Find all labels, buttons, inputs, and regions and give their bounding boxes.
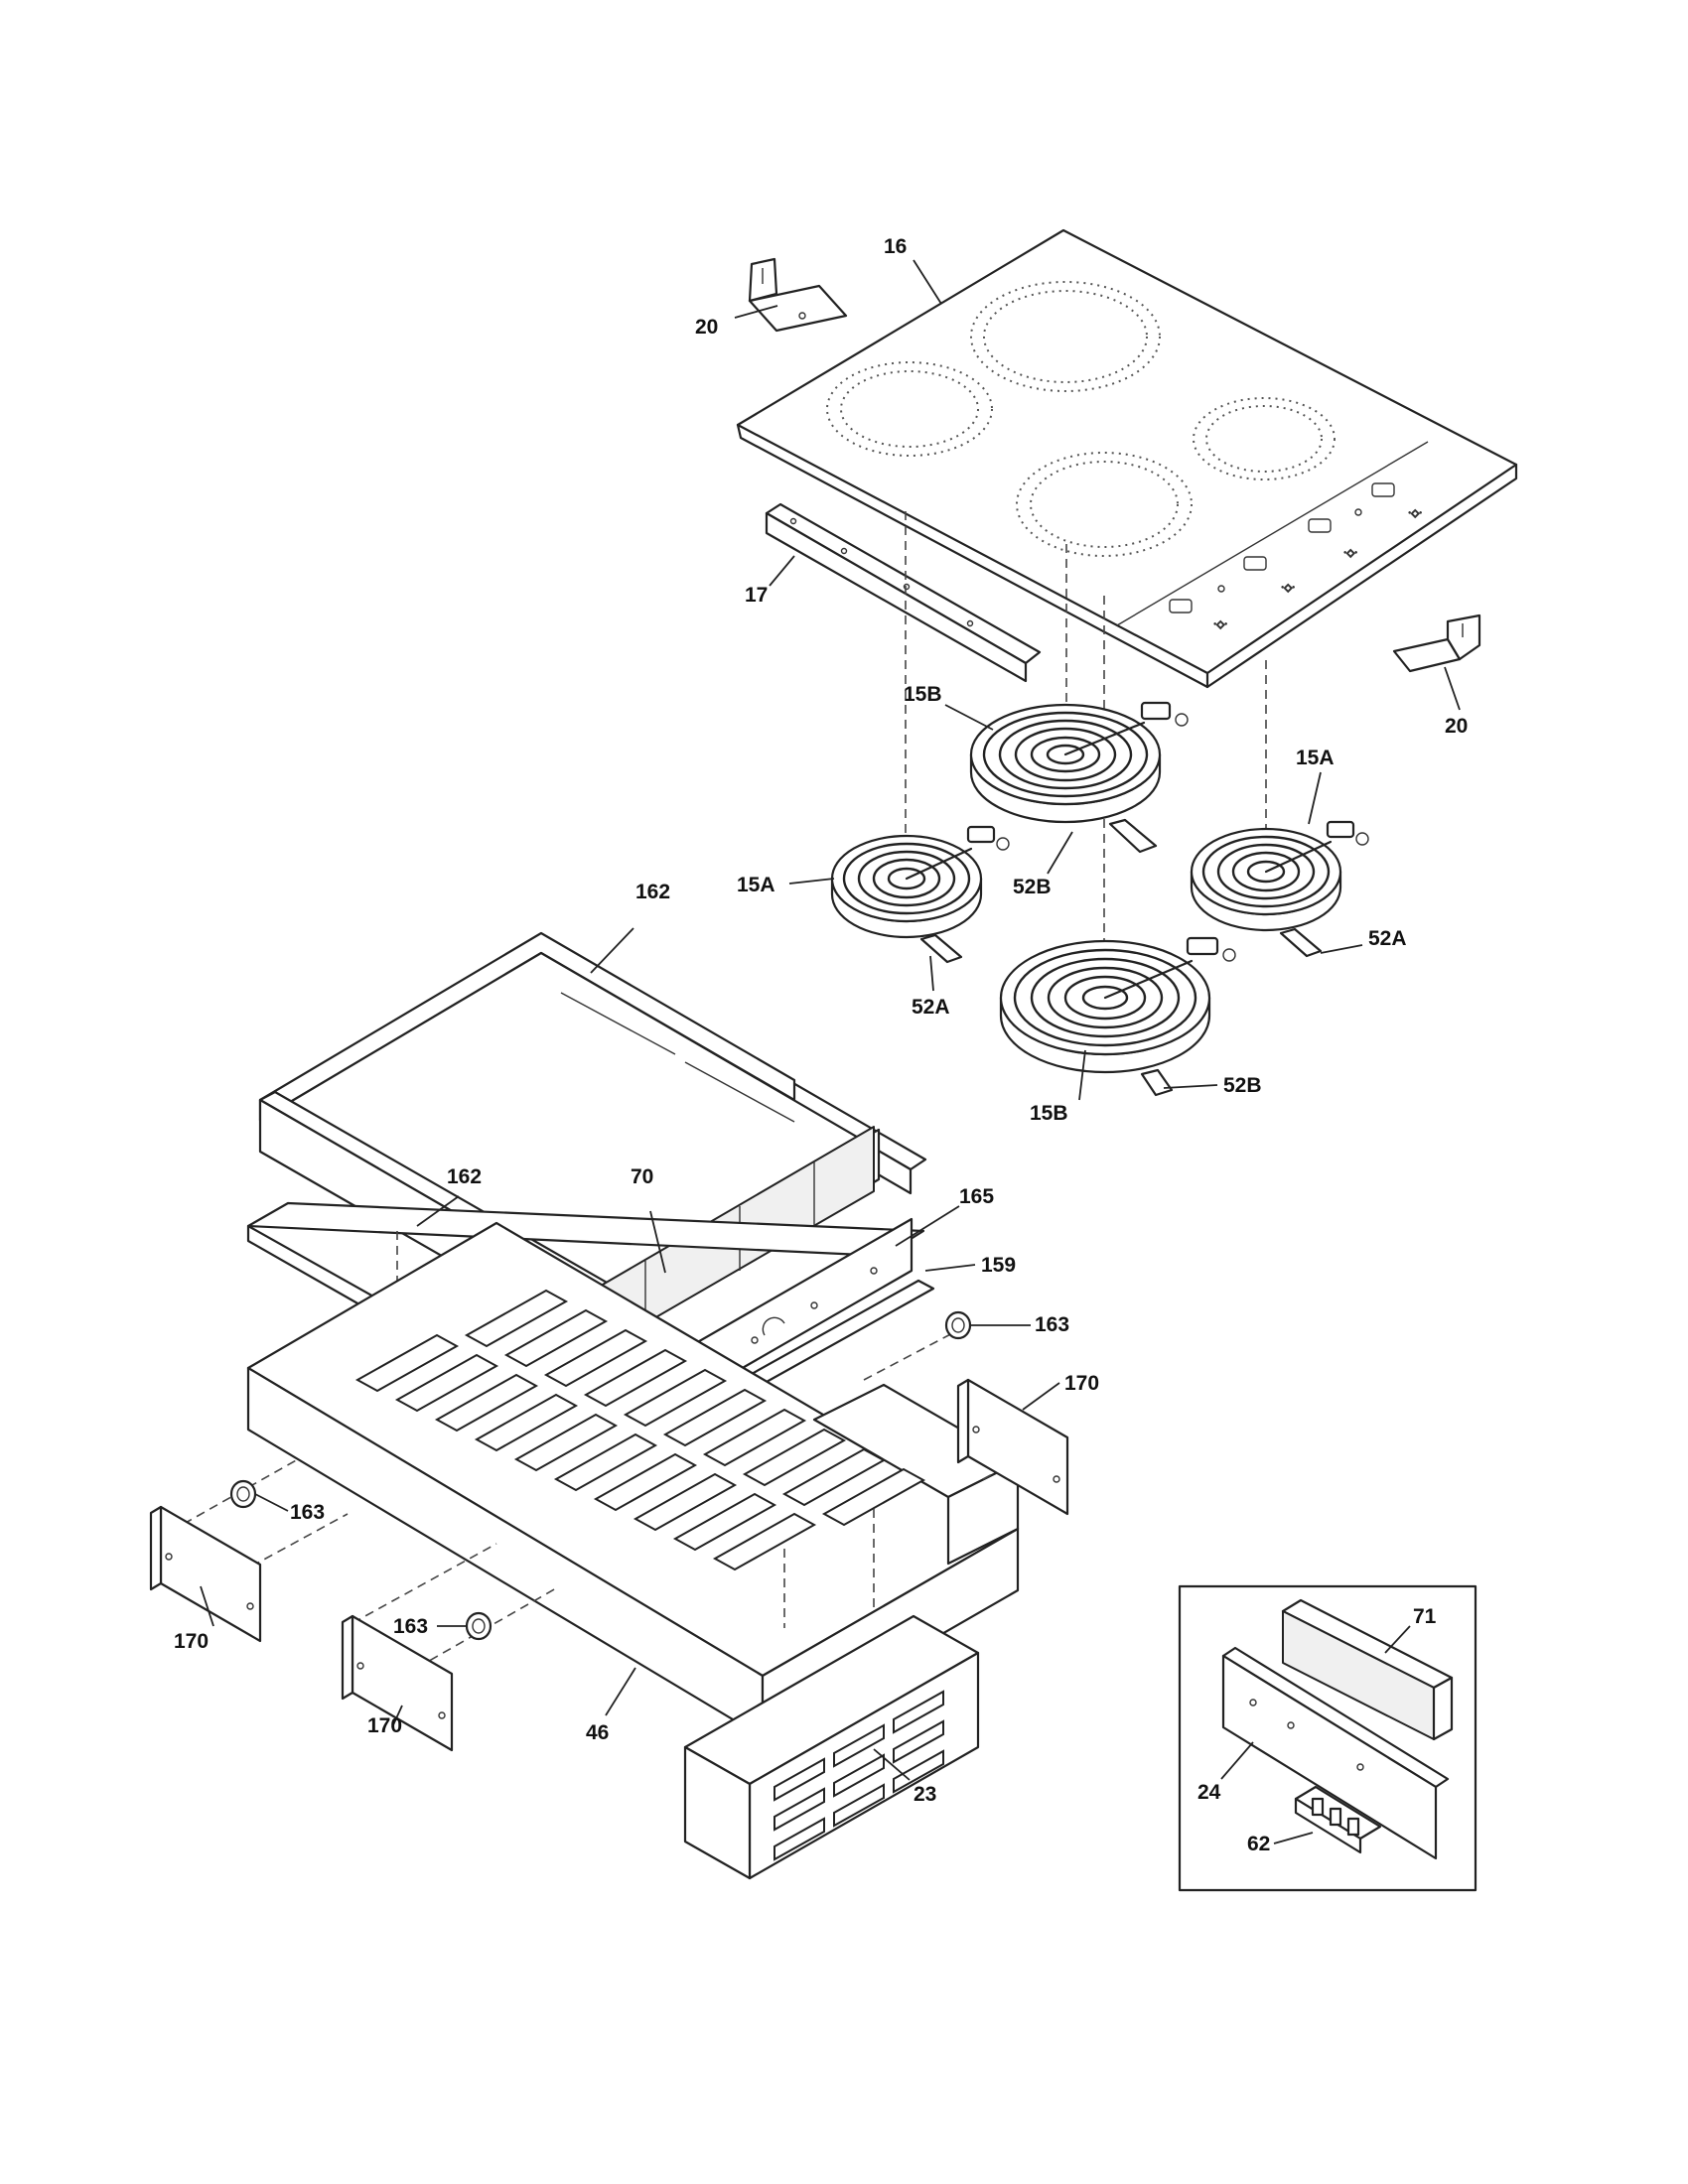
callout-163-mid: 163 — [393, 1615, 428, 1638]
vent-slots — [354, 1289, 926, 1571]
callout-163-left: 163 — [290, 1501, 325, 1524]
callout-162-top: 162 — [635, 881, 670, 903]
radiant-element-15a-left — [830, 825, 1010, 964]
callout-52b-top: 52B — [1013, 876, 1052, 898]
bracket-20-left — [748, 257, 848, 333]
callout-24: 24 — [1197, 1781, 1221, 1804]
rail-17 — [765, 502, 1042, 683]
end-panel-170-right — [956, 1378, 1069, 1516]
svg-text:·◇·: ·◇· — [1408, 508, 1422, 519]
grommet-163-mid — [465, 1611, 492, 1641]
end-panel-170-mid — [341, 1614, 454, 1752]
tray-assembly — [246, 931, 925, 1441]
callout-52b-bottom: 52B — [1223, 1074, 1262, 1097]
callout-23: 23 — [914, 1783, 936, 1806]
bracket-20-right — [1392, 614, 1481, 673]
callout-15b-top: 15B — [904, 683, 942, 706]
callout-52a-right: 52A — [1368, 927, 1407, 950]
callout-20-left: 20 — [695, 316, 718, 339]
callout-16: 16 — [884, 235, 907, 258]
callout-62: 62 — [1247, 1833, 1270, 1855]
vent-tray-23 — [683, 1614, 980, 1880]
grommet-163-right — [944, 1310, 972, 1340]
inset-detail-box — [1178, 1584, 1477, 1892]
radiant-element-15b-top — [969, 701, 1189, 854]
callout-165: 165 — [959, 1185, 994, 1208]
callout-159: 159 — [981, 1254, 1016, 1277]
callout-162-mid: 162 — [447, 1165, 482, 1188]
callout-170-left: 170 — [174, 1630, 209, 1653]
callout-170-mid: 170 — [367, 1714, 402, 1737]
callout-71: 71 — [1413, 1605, 1437, 1628]
radiant-element-15b-bottom — [999, 936, 1236, 1097]
end-panel-170-left — [149, 1505, 262, 1643]
leader-lines — [200, 259, 1461, 1844]
callout-20-right: 20 — [1445, 715, 1468, 738]
svg-text:·◇·: ·◇· — [1281, 583, 1295, 594]
callout-46: 46 — [586, 1721, 609, 1744]
callout-15b-bottom: 15B — [1030, 1102, 1068, 1125]
grommet-163-left — [229, 1479, 257, 1509]
callout-17: 17 — [745, 584, 768, 607]
glass-cooktop-16: ·◇· ·◇· ·◇· ·◇· — [736, 228, 1518, 689]
callout-52a-left: 52A — [912, 996, 950, 1019]
callout-labels: 16 20 20 17 15B 15A 15A 52B 52A 52A 15B … — [174, 235, 1468, 1855]
callout-70: 70 — [631, 1165, 653, 1188]
callout-15a-left: 15A — [737, 874, 775, 896]
radiant-element-15a-right — [1190, 820, 1369, 958]
svg-text:·◇·: ·◇· — [1213, 619, 1227, 630]
svg-text:·◇·: ·◇· — [1343, 548, 1357, 559]
callout-170-right: 170 — [1064, 1372, 1099, 1395]
callout-15a-right: 15A — [1296, 747, 1335, 769]
callout-163-right: 163 — [1035, 1313, 1069, 1336]
